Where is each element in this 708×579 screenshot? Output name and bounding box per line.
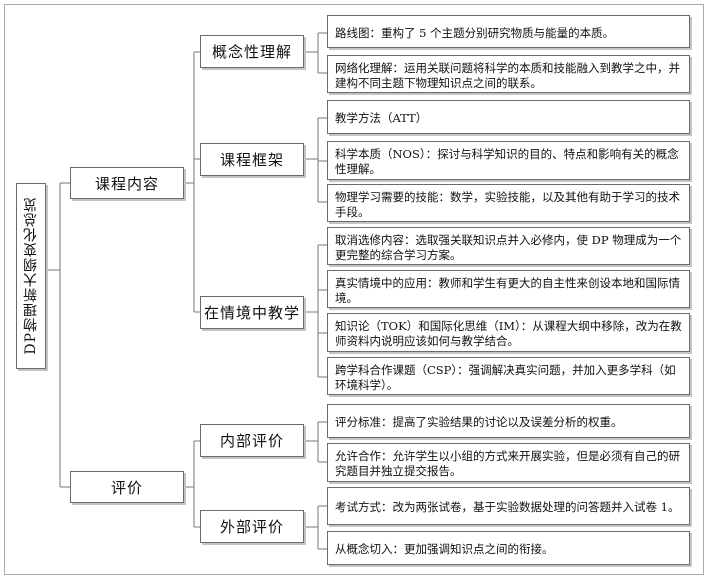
- leaf-csp: 跨学科合作课题（CSP）：强调解决真实问题，并加入更多学科（如环境科学）。: [327, 357, 690, 395]
- leaf-skills-text: 物理学习需要的技能：数学，实验技能，以及其他有助于学习的技术手段。: [335, 189, 680, 219]
- leaf-elective-text: 取消选修内容：选取强关联知识点并入必修内，使 DP 物理成为一个更完整的综合学习…: [335, 232, 682, 262]
- leaf-criteria: 评分标准：提高了实验结果的讨论以及误差分析的权重。: [327, 404, 690, 438]
- diagram-frame: [4, 4, 704, 575]
- external-label: 外部评价: [219, 518, 284, 536]
- leaf-network: 网络化理解：运用关联问题将科学的本质和技能融入到教学之中，并建构不同主题下物理知…: [327, 55, 690, 93]
- concept-label: 概念性理解: [211, 43, 292, 61]
- node-curriculum: 课程内容: [70, 167, 184, 199]
- leaf-entry-text: 从概念切入：更加强调知识点之间的衔接。: [335, 542, 554, 556]
- leaf-realworld-text: 真实情境中的应用：教师和学生有更大的自主性来创设本地和国际情境。: [335, 275, 680, 305]
- leaf-elective: 取消选修内容：选取强关联知识点并入必修内，使 DP 物理成为一个更完整的综合学习…: [327, 227, 690, 265]
- leaf-tok: 知识论（TOK）和国际化思维（IM）：从课程大纲中移除，改为在教师资料内说明应该…: [327, 313, 690, 352]
- node-assessment: 评价: [70, 471, 184, 503]
- leaf-csp-text: 跨学科合作课题（CSP）：强调解决真实问题，并加入更多学科（如环境科学）。: [335, 362, 676, 392]
- node-internal-assessment: 内部评价: [200, 424, 304, 457]
- leaf-realworld: 真实情境中的应用：教师和学生有更大的自主性来创设本地和国际情境。: [327, 270, 690, 308]
- node-conceptual-understanding: 概念性理解: [200, 35, 304, 68]
- leaf-collab-text: 允许合作：允许学生以小组的方式来开展实验，但是必须有自己的研究题目并独立提交报告…: [335, 449, 680, 478]
- leaf-nos: 科学本质（NOS）：探讨与科学知识的目的、特点和影响有关的概念性理解。: [327, 141, 690, 180]
- leaf-collab: 允许合作：允许学生以小组的方式来开展实验，但是必须有自己的研究题目并独立提交报告…: [327, 443, 690, 482]
- leaf-nos-text: 科学本质（NOS）：探讨与科学知识的目的、特点和影响有关的概念性理解。: [335, 147, 679, 176]
- leaf-entry: 从概念切入：更加强调知识点之间的衔接。: [327, 531, 690, 565]
- node-teaching-in-context: 在情境中教学: [200, 296, 304, 329]
- assessment-label: 评价: [110, 478, 143, 497]
- leaf-att-text: 教学方法（ATT）: [335, 111, 428, 125]
- node-course-framework: 课程框架: [200, 143, 304, 176]
- leaf-roadmap-text: 路线图：重构了 5 个主题分别研究物质与能量的本质。: [335, 25, 615, 40]
- leaf-att: 教学方法（ATT）: [327, 100, 690, 134]
- leaf-tok-text: 知识论（TOK）和国际化思维（IM）：从课程大纲中移除，改为在教师资料内说明应该…: [335, 319, 682, 348]
- curriculum-label: 课程内容: [94, 174, 159, 193]
- leaf-skills: 物理学习需要的技能：数学，实验技能，以及其他有助于学习的技术手段。: [327, 184, 690, 222]
- node-external-assessment: 外部评价: [200, 510, 304, 543]
- leaf-roadmap: 路线图：重构了 5 个主题分别研究物质与能量的本质。: [327, 15, 690, 48]
- framework-label: 课程框架: [219, 151, 284, 169]
- leaf-network-text: 网络化理解：运用关联问题将科学的本质和技能融入到教学之中，并建构不同主题下物理知…: [335, 60, 680, 90]
- root-node: DP物理新大纲变化总览: [16, 183, 46, 369]
- leaf-criteria-text: 评分标准：提高了实验结果的讨论以及误差分析的权重。: [335, 415, 623, 429]
- root-label: DP物理新大纲变化总览: [23, 197, 39, 355]
- internal-label: 内部评价: [219, 432, 284, 450]
- leaf-exam-text: 考试方式：改为两张试卷，基于实验数据处理的问答题并入试卷 1。: [335, 500, 680, 514]
- leaf-exam: 考试方式：改为两张试卷，基于实验数据处理的问答题并入试卷 1。: [327, 487, 690, 525]
- context-label: 在情境中教学: [203, 304, 300, 322]
